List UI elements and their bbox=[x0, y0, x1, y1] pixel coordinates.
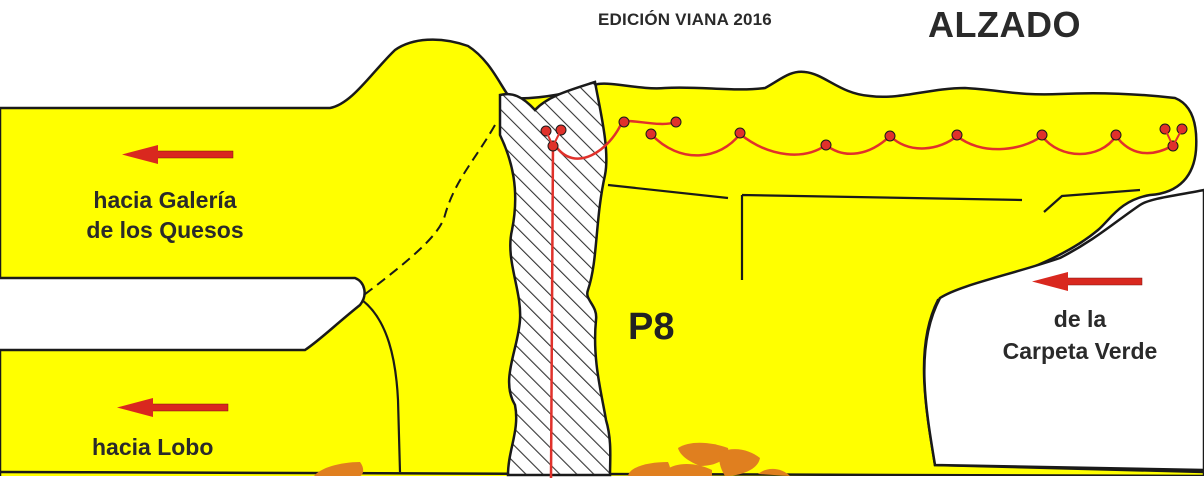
anchor-points bbox=[540, 116, 1188, 152]
edition-label: EDICIÓN VIANA 2016 bbox=[598, 10, 772, 29]
label-galeria-line2: de los Quesos bbox=[86, 217, 244, 243]
label-galeria-line1: hacia Galería bbox=[93, 187, 237, 213]
label-lobo: hacia Lobo bbox=[92, 434, 214, 460]
pitch-label: P8 bbox=[628, 306, 675, 348]
ledge-line-2 bbox=[740, 193, 1023, 280]
label-carpeta-verde: de la Carpeta Verde bbox=[960, 303, 1200, 367]
wall-line-left-lower bbox=[361, 299, 402, 473]
arrow-left-lower bbox=[117, 398, 229, 417]
ledge-line-1 bbox=[607, 183, 729, 200]
page-title: ALZADO bbox=[928, 4, 1081, 45]
label-carpeta-line2: Carpeta Verde bbox=[1002, 338, 1158, 364]
ledge-line-3 bbox=[1043, 188, 1141, 213]
passage-left-middle bbox=[0, 276, 366, 352]
boulders bbox=[314, 442, 790, 476]
pitch-shaft bbox=[498, 80, 612, 477]
passage-right bbox=[923, 188, 1204, 472]
vertical-rope bbox=[549, 142, 555, 479]
arrow-right bbox=[1032, 272, 1143, 291]
label-carpeta-line1: de la bbox=[1053, 306, 1107, 332]
arrow-left-upper bbox=[122, 145, 234, 164]
label-galeria-quesos: hacia Galería de los Quesos bbox=[40, 185, 290, 245]
dashed-crack bbox=[359, 124, 496, 299]
